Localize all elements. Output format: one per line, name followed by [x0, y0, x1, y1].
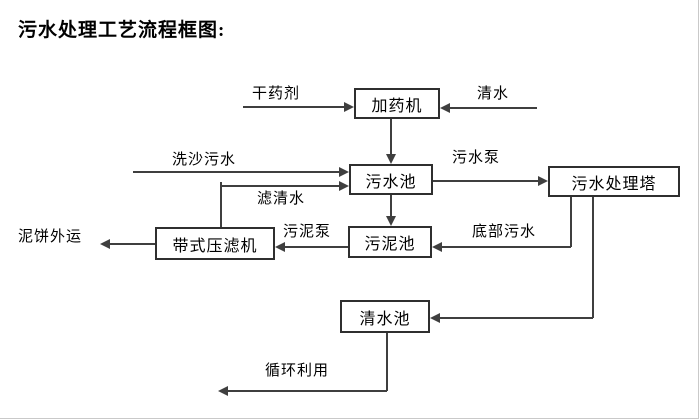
arrow-sewage-pool-to-sludge-pool: [390, 195, 392, 218]
node-clean-water-pool: 清水池: [340, 300, 430, 333]
label-mud-cake-out: 泥饼外运: [18, 229, 83, 245]
arrow-clean-water-to-dosing-machine: [448, 107, 537, 109]
label-sewage-pump: 污水泵: [452, 150, 501, 166]
arrow-sand-washing-to-sewage-pool: [133, 171, 341, 173]
arrow-dry-agent-to-dosing-machine: [243, 106, 346, 108]
label-sand-washing-sewage: 洗沙污水: [172, 152, 237, 168]
arrow-dosing-machine-to-sewage-pool: [390, 119, 392, 156]
arrow-sewage-pool-to-treatment-tower: [433, 180, 540, 182]
arrowhead-clean-water-to-dosing-machine: [440, 103, 450, 113]
arrowhead-sewage-pool-to-treatment-tower: [538, 176, 548, 186]
node-sewage-treatment-tower: 污水处理塔: [548, 166, 680, 197]
label-filtered-water: 滤清水: [257, 191, 306, 207]
arrow-sludge-pool-to-belt-filter-press: [283, 246, 348, 248]
arrowhead-filtered-water-to-sewage-pool: [339, 181, 349, 191]
arrow-belt-filter-press-to-mud-cake: [108, 243, 155, 245]
node-belt-filter-press: 带式压滤机: [155, 227, 275, 260]
page-title: 污水处理工艺流程框图:: [18, 20, 226, 41]
arrow-clean-water-pool-to-recycle: [386, 333, 388, 391]
arrowhead-sludge-pool-to-belt-filter-press: [275, 242, 285, 252]
arrow-tower-bottom-sewage-to-sludge-pool: [570, 197, 572, 247]
node-sewage-pool: 污水池: [349, 164, 433, 195]
label-clean-water: 清水: [477, 86, 510, 102]
arrowhead-sand-washing-to-sewage-pool: [339, 167, 349, 177]
arrowhead-clean-water-pool-to-recycle: [218, 386, 228, 396]
label-sludge-pump: 污泥泵: [283, 224, 332, 240]
arrowhead-sewage-pool-to-sludge-pool: [386, 216, 396, 226]
arrow-clean-water-pool-to-recycle: [226, 390, 387, 392]
arrowhead-dry-agent-to-dosing-machine: [344, 102, 354, 112]
arrow-tower-to-clean-water-pool: [592, 197, 594, 318]
label-recycle-use: 循环利用: [265, 363, 330, 379]
arrowhead-tower-to-clean-water-pool: [430, 313, 440, 323]
label-bottom-sewage: 底部污水: [472, 224, 537, 240]
arrowhead-belt-filter-press-to-mud-cake: [100, 239, 110, 249]
arrow-filtered-water-to-sewage-pool: [221, 185, 341, 187]
arrowhead-dosing-machine-to-sewage-pool: [386, 154, 396, 164]
node-dosing-machine: 加药机: [354, 88, 440, 119]
arrowhead-tower-bottom-sewage-to-sludge-pool: [432, 242, 442, 252]
arrow-tower-to-clean-water-pool: [438, 317, 593, 319]
arrow-filter-press-to-filtered-water: [220, 182, 222, 227]
arrow-tower-bottom-sewage-to-sludge-pool: [440, 246, 571, 248]
node-sludge-pool: 污泥池: [348, 226, 432, 258]
label-dry-agent: 干药剂: [252, 86, 301, 102]
